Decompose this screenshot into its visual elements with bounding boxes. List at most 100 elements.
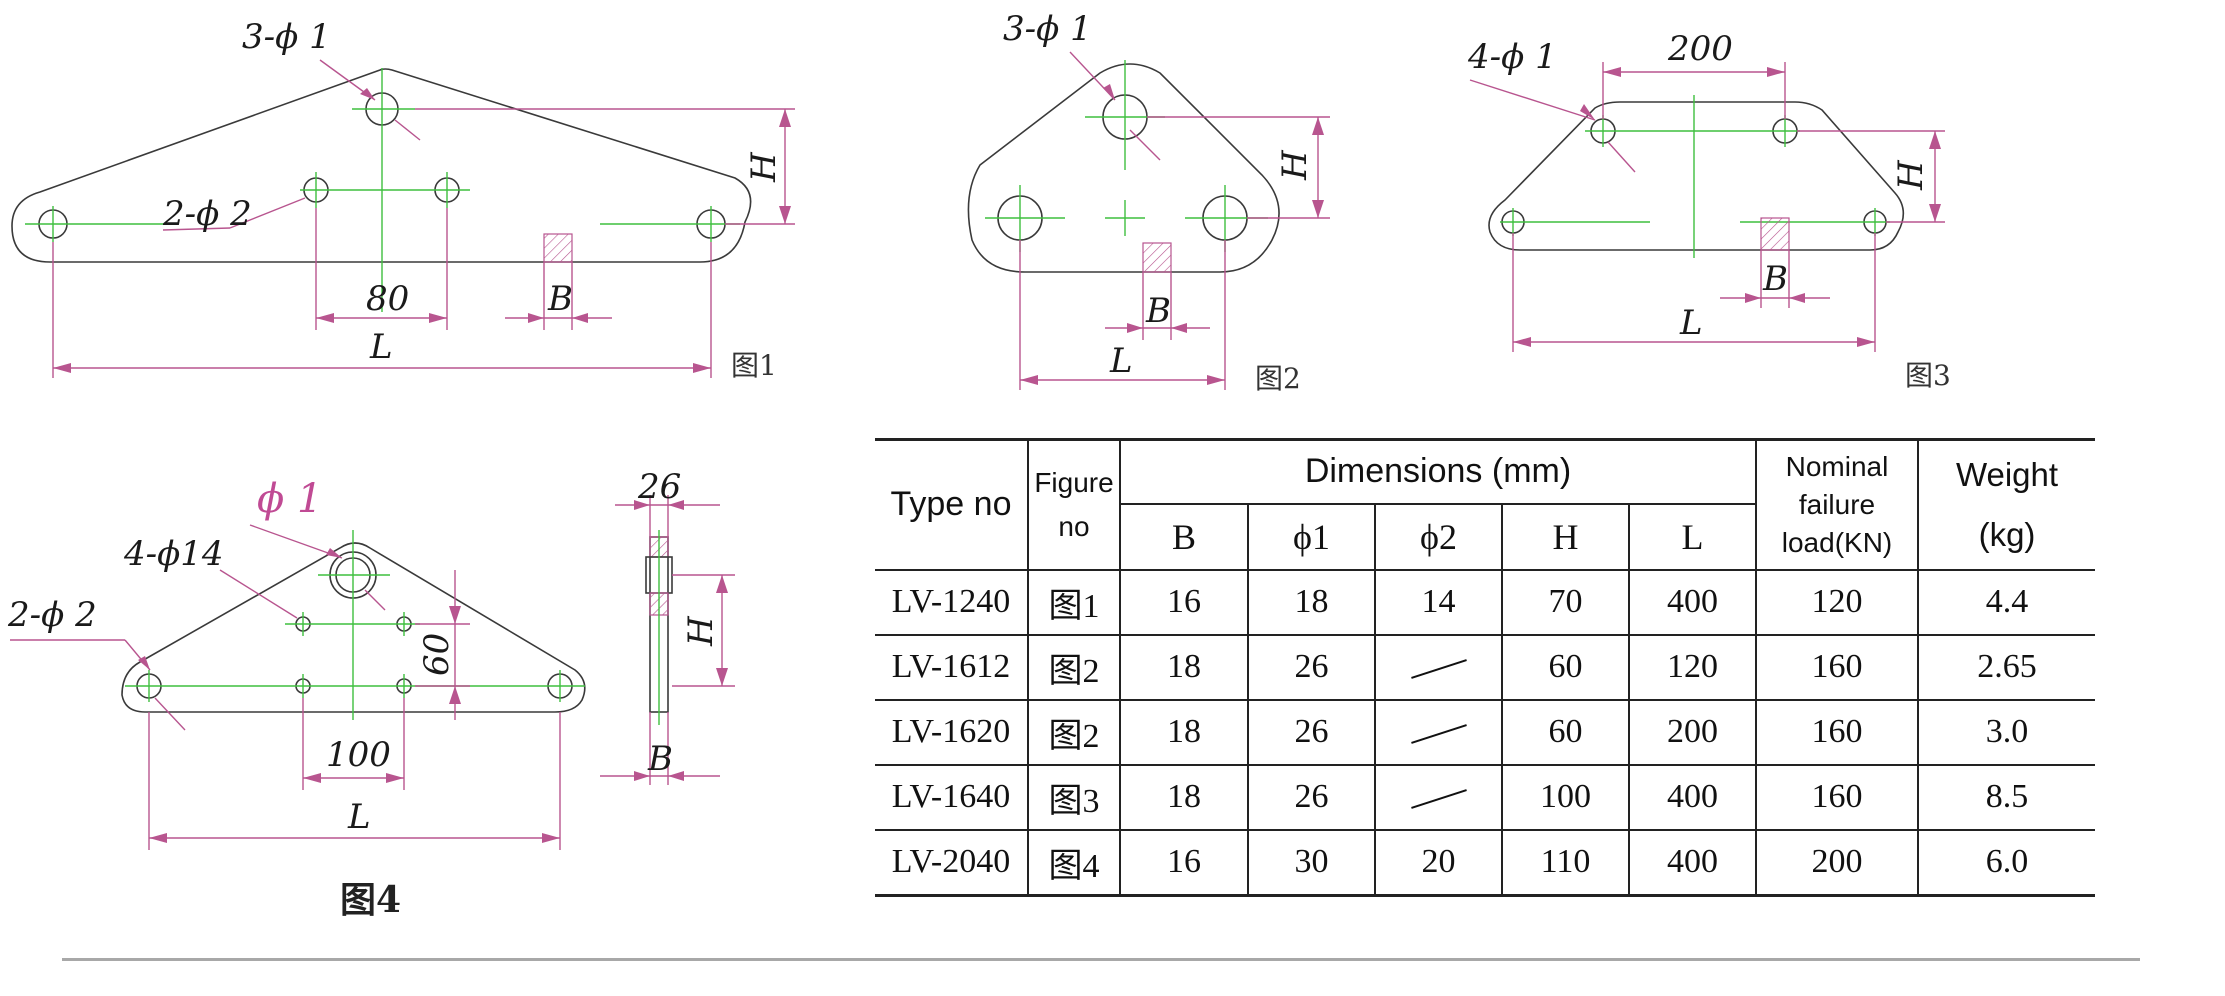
cell-l: 200 — [1628, 698, 1757, 766]
fig3-label-b: B — [1762, 259, 1788, 299]
cell-h: 70 — [1501, 568, 1630, 636]
fig4-label-h: H — [681, 615, 721, 647]
fig3-dim-lines — [1469, 62, 1945, 352]
fig1-label-80: 80 — [366, 279, 409, 319]
header-sub-b: B — [1120, 502, 1249, 571]
fig4-label-100: 100 — [326, 735, 391, 775]
cell-phi2: 14 — [1374, 568, 1503, 636]
cell-l: 400 — [1628, 763, 1757, 831]
fig3-label-h: H — [1891, 159, 1931, 191]
cell-load: 160 — [1755, 633, 1919, 701]
fig2-label-l: L — [1109, 341, 1133, 381]
fig4-label-26: 26 — [637, 467, 681, 507]
fig2-label-h: H — [1275, 149, 1315, 181]
fig1-label-2phi2: 2-ϕ 2 — [162, 194, 252, 234]
fig3-label-l: L — [1679, 303, 1703, 343]
cell-h: 110 — [1501, 828, 1630, 896]
fig4-plate-outline — [121, 542, 586, 713]
fig3-b-section — [1760, 217, 1790, 251]
table-row: LV-1620 图2 18 26 60 200 160 3.0 — [875, 698, 2095, 766]
header-sub-phi1: ϕ1 — [1247, 502, 1376, 571]
fig4-dim-lines — [10, 524, 561, 850]
header-nominal-load: Nominal failure load(KN) — [1755, 438, 1919, 571]
header-weight: Weight (kg) — [1917, 438, 2095, 571]
header-figure-no: Figure no — [1027, 438, 1121, 571]
header-nominal-line2: failure — [1798, 488, 1876, 520]
cell-weight: 2.65 — [1917, 633, 2095, 701]
fig2-b-section — [1142, 242, 1172, 273]
fig4-label-l: L — [347, 797, 371, 837]
cell-load: 120 — [1755, 568, 1919, 636]
cell-h: 60 — [1501, 633, 1630, 701]
fig2-label-b: B — [1145, 291, 1171, 331]
table-row: LV-1612 图2 18 26 60 120 160 2.65 — [875, 633, 2095, 701]
cell-type: LV-1612 — [875, 633, 1029, 701]
header-nominal-line1: Nominal — [1785, 450, 1889, 482]
fig4-center-lines — [125, 530, 585, 720]
fig1-label-l: L — [369, 327, 393, 367]
fig2-label-3phi1: 3-ϕ 1 — [1003, 9, 1092, 49]
cell-type: LV-1620 — [875, 698, 1029, 766]
header-sub-h: H — [1501, 502, 1630, 571]
header-type-no: Type no — [875, 438, 1029, 571]
fig1-plate-outline — [11, 68, 752, 263]
cell-type: LV-1640 — [875, 763, 1029, 831]
fig2-plate-outline — [967, 63, 1280, 273]
cell-phi1: 26 — [1247, 698, 1376, 766]
cell-l: 400 — [1628, 828, 1757, 896]
fig3-label-4phi1: 4-ϕ 1 — [1467, 37, 1557, 77]
header-dimensions: Dimensions (mm) — [1119, 438, 1757, 505]
cell-figure: 图2 — [1027, 633, 1121, 701]
fig3-arrows — [1513, 67, 1941, 347]
cell-phi2: 20 — [1374, 828, 1503, 896]
figure-1: 3-ϕ 1 2-ϕ 2 80 B L H 图1 — [11, 17, 795, 382]
fig4-side-view — [600, 495, 735, 785]
fig4-label-2phi2: 2-ϕ 2 — [7, 595, 97, 635]
cell-b: 16 — [1119, 828, 1249, 896]
cell-phi1: 26 — [1247, 763, 1376, 831]
cell-b: 18 — [1119, 698, 1249, 766]
fig3-center-lines — [1500, 95, 1890, 258]
fig4-caption: 图4 — [340, 879, 401, 921]
fig1-arrows — [53, 88, 791, 373]
bottom-divider — [62, 958, 2140, 961]
cell-phi1: 30 — [1247, 828, 1376, 896]
cell-phi1: 26 — [1247, 633, 1376, 701]
cell-load: 160 — [1755, 763, 1919, 831]
cell-load: 200 — [1755, 828, 1919, 896]
fig1-caption: 图1 — [731, 349, 777, 382]
fig4-label-60: 60 — [417, 633, 457, 676]
table-row: LV-1240 图1 16 18 14 70 400 120 4.4 — [875, 568, 2095, 636]
table-row: LV-1640 图3 18 26 100 400 160 8.5 — [875, 763, 2095, 831]
header-weight-line1: Weight — [1955, 455, 2059, 493]
cell-l: 400 — [1628, 568, 1757, 636]
header-weight-line2: (kg) — [1978, 515, 2036, 553]
cell-load: 160 — [1755, 698, 1919, 766]
cell-b: 18 — [1119, 633, 1249, 701]
cell-phi2 — [1374, 633, 1503, 701]
not-applicable-slash — [1410, 659, 1467, 680]
header-nominal-line3: load(KN) — [1781, 526, 1893, 558]
header-figure-line1: Figure — [1034, 466, 1114, 498]
fig2-arrows — [1020, 84, 1324, 385]
not-applicable-slash — [1410, 789, 1467, 810]
fig1-label-b: B — [547, 279, 573, 319]
cell-figure: 图4 — [1027, 828, 1121, 896]
fig1-b-section — [543, 233, 573, 263]
fig4-label-phi1: ϕ 1 — [257, 476, 322, 522]
cell-figure: 图3 — [1027, 763, 1121, 831]
header-sub-l: L — [1628, 502, 1756, 571]
header-sub-phi2: ϕ2 — [1374, 502, 1503, 571]
cell-b: 16 — [1119, 568, 1249, 636]
header-figure-line2: no — [1058, 510, 1090, 542]
spec-table: Type no Figure no Dimensions (mm) Nomina… — [875, 438, 2095, 897]
fig3-plate-outline — [1488, 101, 1905, 251]
cell-l: 120 — [1628, 633, 1757, 701]
cell-phi2 — [1374, 763, 1503, 831]
cell-phi2 — [1374, 698, 1503, 766]
cell-h: 100 — [1501, 763, 1630, 831]
cell-figure: 图1 — [1027, 568, 1121, 636]
not-applicable-slash — [1410, 724, 1467, 745]
